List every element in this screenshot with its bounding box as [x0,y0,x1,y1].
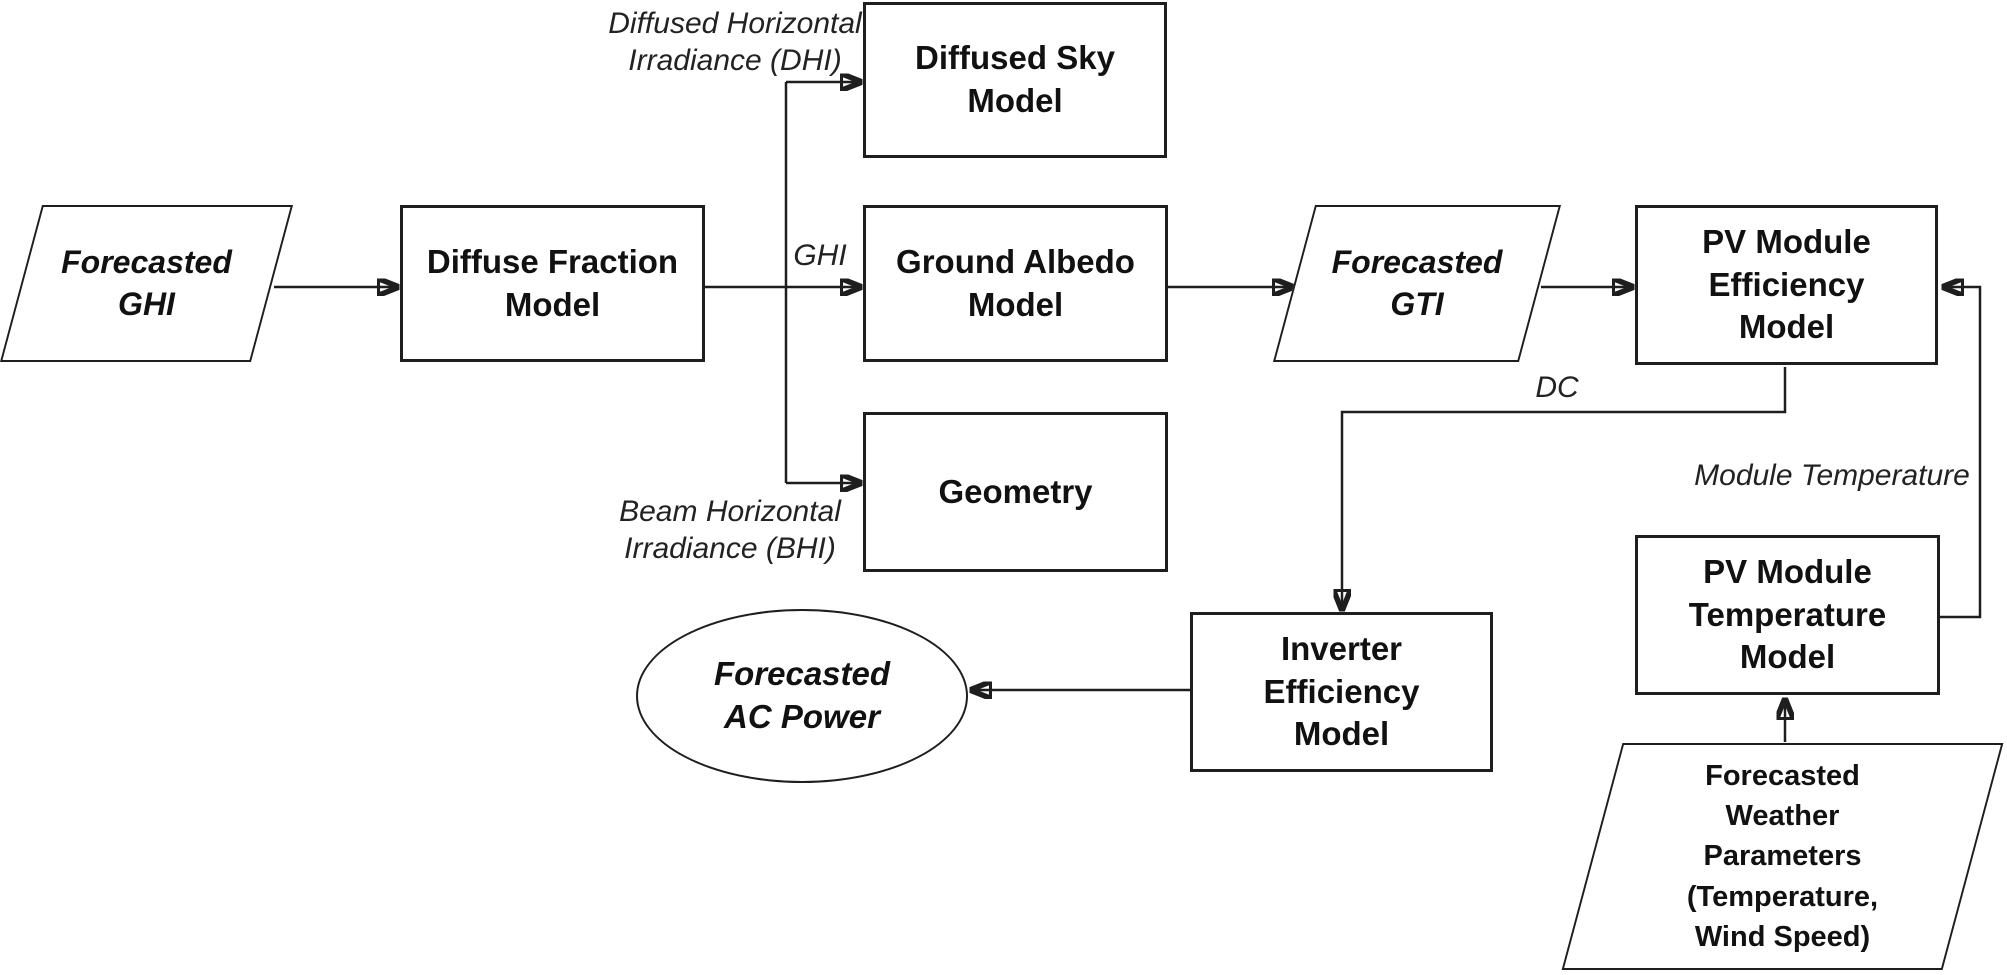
node-forecasted-ghi-label: Forecasted GHI [61,243,232,322]
edge-label-dhi: Diffused Horizontal Irradiance (DHI) [608,7,862,77]
node-pv-module-efficiency-model-label: PV Module Efficiency Model [1702,222,1871,346]
node-forecasted-gti-label: Forecasted GTI [1331,243,1503,322]
node-forecasted-ac-power: Forecasted AC Power [636,609,968,783]
node-diffused-sky-model: Diffused Sky Model [863,2,1167,158]
node-forecasted-weather-parameters: Forecasted Weather Parameters (Temperatu… [1561,743,2004,970]
node-pv-module-temperature-model: PV Module Temperature Model [1635,535,1940,695]
node-ground-albedo-model: Ground Albedo Model [863,205,1168,362]
edge-label-module-temperature: Module Temperature [1694,459,1970,492]
node-inverter-efficiency-model-label: Inverter Efficiency Model [1263,629,1420,753]
node-pv-module-temperature-model-label: PV Module Temperature Model [1688,552,1887,676]
arrow-module-temperature-feedback [1940,287,1982,619]
node-forecasted-ghi: Forecasted GHI [0,205,294,362]
node-inverter-efficiency-model: Inverter Efficiency Model [1190,612,1493,772]
edge-label-dc: DC [1535,371,1579,404]
node-geometry: Geometry [863,412,1168,572]
node-pv-module-efficiency-model: PV Module Efficiency Model [1635,205,1938,365]
node-geometry-label: Geometry [938,472,1093,510]
node-ground-albedo-model-label: Ground Albedo Model [896,242,1135,323]
node-forecasted-ac-power-label: Forecasted AC Power [713,655,891,735]
node-diffused-sky-model-label: Diffused Sky Model [915,39,1115,119]
node-forecasted-weather-parameters-label: Forecasted Weather Parameters (Temperatu… [1686,760,1879,953]
arrow-dc-pv-efficiency-to-inverter [1342,367,1787,609]
node-diffuse-fraction-model-label: Diffuse Fraction Model [426,242,679,323]
node-diffuse-fraction-model: Diffuse Fraction Model [400,205,705,362]
edge-label-ghi: GHI [793,239,847,272]
edge-label-bhi: Beam Horizontal Irradiance (BHI) [619,495,841,565]
node-forecasted-gti: Forecasted GTI [1272,205,1562,362]
